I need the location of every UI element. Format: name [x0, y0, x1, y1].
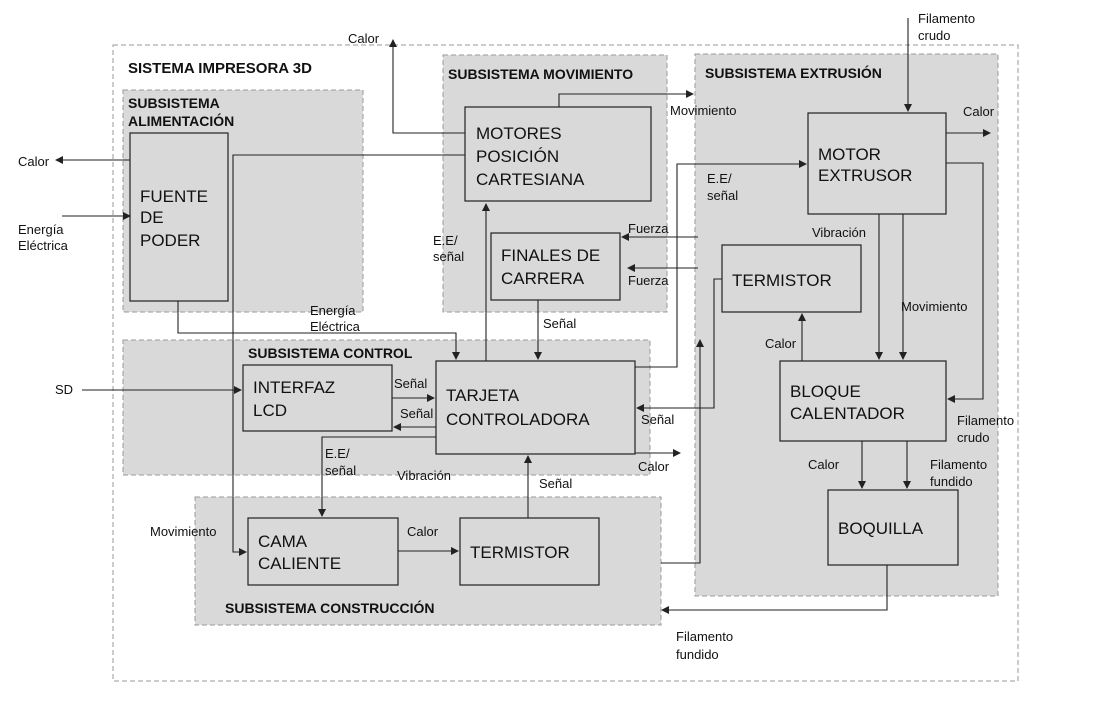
- cama-label-1: CAMA: [258, 532, 308, 551]
- arrow-energia-to-tarjeta: [177, 301, 460, 360]
- label-filamento-fundido-bottom-2: fundido: [676, 647, 719, 662]
- finales-de-carrera-block: [490, 232, 621, 301]
- finales-label-1: FINALES DE: [501, 246, 600, 265]
- arrow-calor-motores: [389, 39, 465, 134]
- termistor-ext-label: TERMISTOR: [732, 271, 832, 290]
- boquilla-block: [827, 489, 959, 566]
- label-filamento-crudo-top-1: Filamento: [918, 11, 975, 26]
- arrow-filamento-crudo-bloque: [946, 162, 984, 403]
- label-energia-in-1: Energía: [18, 222, 64, 237]
- connector-termistor-cam: [661, 339, 704, 564]
- label-filamento-crudo-bloque-1: Filamento: [957, 413, 1014, 428]
- label-calor-tarjeta: Calor: [638, 459, 670, 474]
- label-senal-lcd-1: Señal: [394, 376, 427, 391]
- label-movimiento-cama: Movimiento: [150, 524, 216, 539]
- label-calor-motor-ext: Calor: [963, 104, 995, 119]
- interfaz-label-1: INTERFAZ: [253, 378, 335, 397]
- label-senal-finales: Señal: [543, 316, 576, 331]
- label-ee-ext-1: E.E/: [707, 171, 732, 186]
- fuente-label-3: PODER: [140, 231, 200, 250]
- termistor-cam-label: TERMISTOR: [470, 543, 570, 562]
- label-filamento-fundido-bloque-2: fundido: [930, 474, 973, 489]
- motores-posicion-block: [464, 106, 652, 202]
- label-filamento-fundido-bloque-1: Filamento: [930, 457, 987, 472]
- fuente-label-1: FUENTE: [140, 187, 208, 206]
- arrow-movimiento-top: [558, 90, 694, 107]
- label-senal-termistor-cam: Señal: [539, 476, 572, 491]
- label-ee-mov-1: E.E/: [433, 233, 458, 248]
- label-fuerza-2: Fuerza: [628, 273, 669, 288]
- label-movimiento-top: Movimiento: [670, 103, 736, 118]
- label-calor-termistor: Calor: [765, 336, 797, 351]
- subsystem-alimentacion-title-2: ALIMENTACIÓN: [128, 112, 234, 129]
- arrow-filamento-fundido-bottom: [661, 565, 888, 614]
- motores-label-2: POSICIÓN: [476, 147, 559, 166]
- subsystem-movimiento-title: SUBSISTEMA MOVIMIENTO: [448, 66, 633, 82]
- tarjeta-label-1: TARJETA: [446, 386, 520, 405]
- label-ee-cama-1: E.E/: [325, 446, 350, 461]
- termistor-construccion-block: [459, 517, 600, 586]
- arrow-senal-termistor-ext: [636, 278, 722, 412]
- label-calor-cama: Calor: [407, 524, 439, 539]
- tarjeta-label-2: CONTROLADORA: [446, 410, 590, 429]
- cama-caliente-block: [247, 517, 399, 586]
- arrow-ee-cama: [318, 436, 436, 517]
- motor-extrusor-block: [807, 112, 947, 215]
- arrow-movimiento-cama: [232, 154, 465, 556]
- arrow-ee-motor-extrusor: [635, 160, 807, 368]
- label-senal-termistor-ext: Señal: [641, 412, 674, 427]
- subsystem-control-title: SUBSISTEMA CONTROL: [248, 345, 413, 361]
- system-title: SISTEMA IMPRESORA 3D: [128, 60, 312, 77]
- boquilla-label: BOQUILLA: [838, 519, 924, 538]
- label-ee-ext-2: señal: [707, 188, 738, 203]
- termistor-extrusion-block: [721, 244, 862, 313]
- tarjeta-controladora-block: [435, 360, 636, 455]
- motores-label-1: MOTORES: [476, 124, 562, 143]
- subsystem-extrusion-title: SUBSISTEMA EXTRUSIÓN: [705, 64, 882, 81]
- system-boundary: [112, 44, 1019, 682]
- motor-extrusor-label-2: EXTRUSOR: [818, 166, 912, 185]
- motores-label-3: CARTESIANA: [476, 170, 585, 189]
- fuente-label-2: DE: [140, 208, 164, 227]
- label-ee-mov-2: señal: [433, 249, 464, 264]
- label-energia-in-2: Eléctrica: [18, 238, 69, 253]
- label-calor-bloque: Calor: [808, 457, 840, 472]
- label-filamento-fundido-bottom-1: Filamento: [676, 629, 733, 644]
- motor-extrusor-label-1: MOTOR: [818, 145, 881, 164]
- bloque-calentador-block: [779, 360, 947, 442]
- label-filamento-crudo-bloque-2: crudo: [957, 430, 990, 445]
- label-vibracion-tarjeta: Vibración: [397, 468, 451, 483]
- label-energia-out-1: Energía: [310, 303, 356, 318]
- fuente-de-poder-block: [129, 132, 229, 302]
- finales-label-2: CARRERA: [501, 269, 585, 288]
- label-energia-out-2: Eléctrica: [310, 319, 361, 334]
- interfaz-lcd-block: [242, 364, 393, 432]
- label-vibracion-ext: Vibración: [812, 225, 866, 240]
- label-sd: SD: [55, 382, 73, 397]
- label-ee-cama-2: señal: [325, 463, 356, 478]
- cama-label-2: CALIENTE: [258, 554, 341, 573]
- bloque-label-1: BLOQUE: [790, 382, 861, 401]
- subsystem-alimentacion-title-1: SUBSISTEMA: [128, 95, 220, 111]
- subsystem-construccion-title: SUBSISTEMA CONSTRUCCIÓN: [225, 599, 435, 616]
- label-filamento-crudo-top-2: crudo: [918, 28, 951, 43]
- label-calor-top: Calor: [348, 31, 380, 46]
- label-senal-lcd-2: Señal: [400, 406, 433, 421]
- interfaz-label-2: LCD: [253, 401, 287, 420]
- label-movimiento-ext: Movimiento: [901, 299, 967, 314]
- label-calor-left: Calor: [18, 154, 50, 169]
- bloque-label-2: CALENTADOR: [790, 404, 905, 423]
- label-fuerza-1: Fuerza: [628, 221, 669, 236]
